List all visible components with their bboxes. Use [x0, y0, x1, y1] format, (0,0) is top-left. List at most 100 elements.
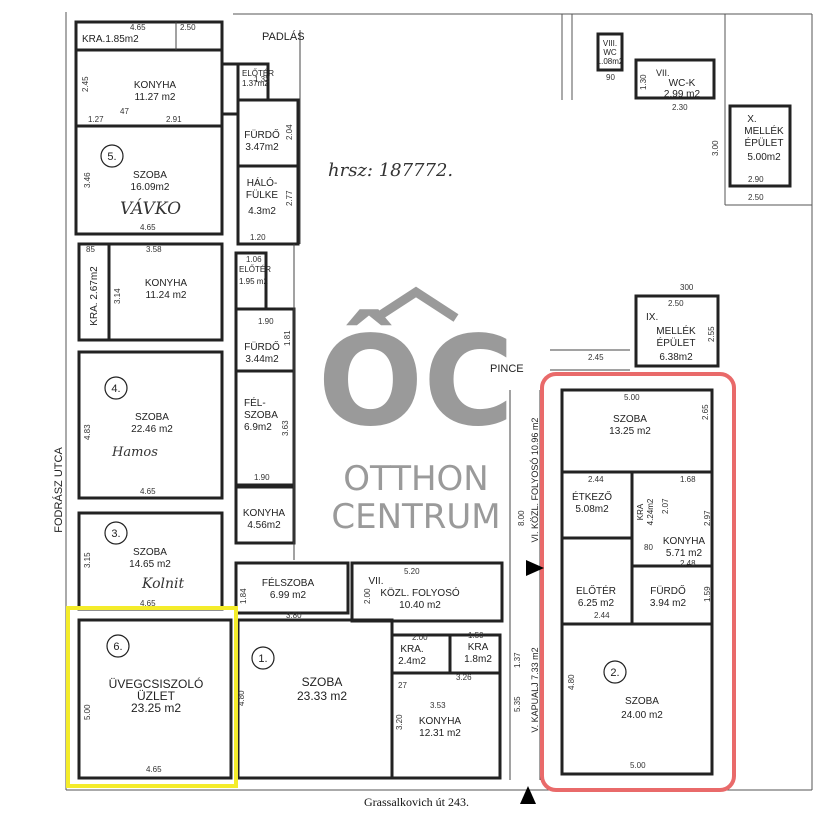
- logo-line1: OTTHON: [343, 459, 488, 499]
- room-labels: KRA.1.85m2 KONYHA 11.27 m2 SZOBA 16.09m2…: [82, 34, 784, 739]
- room-label: VII.: [656, 68, 670, 78]
- dim-label: 2.65: [701, 404, 710, 420]
- room-label: 22.46 m2: [131, 424, 173, 435]
- room-label: SZOBA: [625, 696, 659, 707]
- room-label: 13.25 m2: [609, 426, 651, 437]
- room-label: VII.: [368, 576, 383, 587]
- room-label: 5.00m2: [747, 152, 781, 163]
- dim-label: 3.14: [113, 288, 122, 304]
- dim-label: 1.68: [680, 475, 696, 484]
- dim-label: 1.20: [250, 233, 266, 242]
- dimension-labels: 4.65 2.50 2.45 1.27 47 2.91 1.32 2.04 3.…: [81, 23, 764, 774]
- unit-numbers: [100, 144, 627, 684]
- room-label: ELŐTÉR: [242, 69, 274, 78]
- entrance-arrow-bottom: [520, 786, 536, 804]
- dim-label: 1.90: [254, 473, 270, 482]
- dim-label: 1.37: [513, 652, 522, 668]
- room-label: 5.08m2: [575, 504, 609, 515]
- dim-label: 1.90: [258, 317, 274, 326]
- logo-line2: CENTRUM: [331, 497, 500, 537]
- room-label: HÁLÓ-: [247, 176, 278, 189]
- room-label: 23.33 m2: [297, 689, 347, 703]
- dim-label: 4.65: [140, 599, 156, 608]
- dim-label: 90: [606, 73, 615, 82]
- dim-label: 2.50: [668, 299, 684, 308]
- dim-label: 1.06: [246, 255, 262, 264]
- room-label: MELLÉK: [656, 324, 696, 337]
- dim-label: 1.27: [88, 115, 104, 124]
- dim-label: 3.20: [395, 714, 404, 730]
- room-label: V. KAPUALJ 7.33 m2: [530, 647, 540, 732]
- unit-2: 2.: [610, 667, 619, 679]
- dim-label: 1.50: [468, 631, 484, 640]
- room-label: 23.25 m2: [131, 701, 181, 715]
- dim-label: 1.32: [254, 75, 270, 84]
- room-label: FÉL-: [244, 396, 266, 409]
- dim-label: 300: [680, 283, 694, 292]
- room-label: KÖZL. FOLYOSÓ: [380, 586, 459, 599]
- dim-label: 4.80: [567, 674, 576, 690]
- dim-label: 80: [644, 543, 653, 552]
- room-label: 14.65 m2: [129, 559, 171, 570]
- room-label: SZOBA: [302, 675, 343, 689]
- dim-label: 2.91: [166, 115, 182, 124]
- dim-label: 8.00: [517, 510, 526, 526]
- dim-label: 2.50: [180, 23, 196, 32]
- room-label: 1.95 m2: [239, 277, 268, 286]
- pince-label: PINCE: [490, 363, 524, 375]
- room-label: 3.94 m2: [650, 598, 687, 609]
- dim-label: 5.35: [513, 696, 522, 712]
- dim-label: 47: [120, 107, 129, 116]
- dim-label: 5.00: [624, 393, 640, 402]
- dim-label: 2.30: [672, 103, 688, 112]
- dim-label: 3.53: [430, 701, 446, 710]
- dim-label: 2.45: [588, 353, 604, 362]
- dim-label: 2.45: [81, 76, 90, 92]
- room-label: SZOBA: [133, 547, 167, 558]
- dim-label: 2.00: [412, 633, 428, 642]
- room-label: FÜRDŐ: [244, 127, 280, 141]
- room-label: SZOBA: [135, 412, 169, 423]
- room-label: 3.47m2: [245, 142, 279, 153]
- dim-label: 1.30: [639, 74, 648, 90]
- room-label: 2.99 m2: [664, 89, 701, 100]
- unit-3: 3.: [111, 528, 120, 540]
- unit-1: 1.: [258, 653, 267, 665]
- dim-label: 4.65: [140, 487, 156, 496]
- room-label: ÉTKEZŐ: [572, 489, 612, 503]
- room-label: FÉLSZOBA: [262, 576, 315, 589]
- otthon-centrum-logo: ÔC OTTHON CENTRUM: [318, 286, 514, 537]
- room-label: ÜVEGCSISZOLÓ: [109, 676, 204, 691]
- room-label: 4.56m2: [247, 520, 281, 531]
- dim-label: 3.58: [146, 245, 162, 254]
- dim-label: 85: [86, 245, 95, 254]
- room-label: 4.3m2: [248, 206, 276, 217]
- room-label: 1.37m2: [242, 79, 269, 88]
- room-label: FÜRDŐ: [244, 339, 280, 353]
- room-label: KRA: [468, 642, 489, 653]
- handwritten-u5: VÁVKO: [120, 198, 181, 219]
- room-label: FÜRDŐ: [650, 583, 686, 597]
- padlas-label: PADLÁS: [262, 30, 305, 43]
- yellow-highlight: [66, 606, 238, 788]
- plot-id: hrsz: 187772.: [328, 160, 453, 181]
- room-label: 10.40 m2: [399, 600, 441, 611]
- dim-label: 2.50: [748, 193, 764, 202]
- room-label: 6.25 m2: [578, 598, 615, 609]
- room-label: 2.4m2: [398, 656, 426, 667]
- dim-label: 3.80: [286, 611, 302, 620]
- room-label: KONYHA: [145, 278, 188, 289]
- room-label: KRA. 2.67m2: [89, 266, 100, 326]
- dim-label: 4.80: [237, 690, 246, 706]
- room-label: SZOBA: [613, 414, 647, 425]
- room-label: ÜZLET: [137, 689, 176, 703]
- room-label: 6.9m2: [244, 422, 272, 433]
- dim-label: 2.90: [748, 175, 764, 184]
- room-label: KONYHA: [243, 508, 286, 519]
- room-label: 12.31 m2: [419, 728, 461, 739]
- room-label: X.: [747, 114, 756, 125]
- dim-label: 2.77: [285, 190, 294, 206]
- dim-label: 2.48: [680, 559, 696, 568]
- room-label: ÉPÜLET: [657, 336, 696, 349]
- room-label: MELLÉK: [744, 124, 784, 137]
